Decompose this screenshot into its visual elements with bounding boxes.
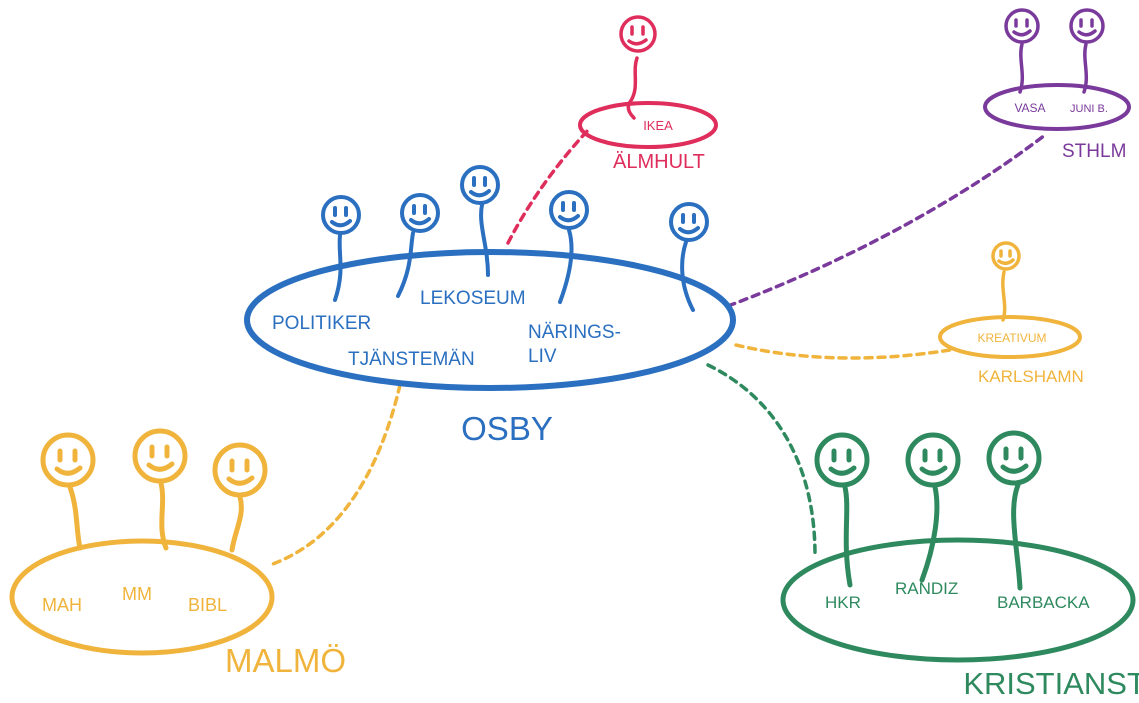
group-name-almhult: ÄLMHULT — [613, 151, 705, 173]
group-karlshamn: KREATIVUM KARLSHAMN — [938, 241, 1084, 386]
group-name-karlshamn: KARLSHAMN — [978, 367, 1084, 386]
group-ellipse-sthlm — [983, 83, 1131, 131]
member-label-ikea: IKEA — [643, 118, 673, 133]
group-osby: POLITIKER TJÄNSTEMÄN LEKOSEUM NÄRINGS- L… — [244, 165, 736, 447]
group-ellipse-kristianstad — [780, 537, 1136, 663]
group-name-kristianstad: KRISTIANSTAD — [963, 666, 1139, 701]
connector-osby-almhult — [506, 126, 592, 245]
smiley-face-icon — [991, 241, 1021, 322]
member-label-barbacka: BARBACKA — [997, 593, 1090, 612]
connector-osby-sthlm — [726, 133, 1047, 308]
member-label-lekoseum: LEKOSEUM — [420, 288, 526, 309]
member-label-vasa: VASA — [1014, 101, 1045, 115]
connector-osby-kristianstad — [706, 363, 817, 557]
member-label-naringsliv-line2: LIV — [528, 346, 557, 367]
smiley-face-icon — [669, 202, 709, 312]
smiley-face-icon — [321, 195, 361, 302]
smiley-face-icon — [132, 428, 188, 551]
smiley-face-icon — [396, 193, 440, 298]
smiley-face-icon — [905, 432, 961, 583]
member-label-tjanstemann: TJÄNSTEMÄN — [348, 349, 475, 370]
member-label-mm: MM — [122, 584, 152, 604]
member-label-bibl: BIBL — [188, 595, 227, 615]
group-ellipse-malmo — [9, 538, 275, 656]
smiley-face-icon — [1069, 8, 1105, 94]
group-almhult: IKEA ÄLMHULT — [578, 15, 718, 173]
group-name-sthlm: STHLM — [1062, 141, 1126, 162]
member-label-mah: MAH — [42, 595, 82, 615]
smiley-face-icon — [814, 432, 870, 588]
smiley-face-icon — [212, 442, 268, 553]
group-kristianstad: HKR RANDIZ BARBACKA KRISTIANSTAD — [780, 430, 1139, 701]
group-name-malmo: MALMÖ — [225, 642, 346, 679]
member-label-politiker: POLITIKER — [272, 313, 371, 334]
connector-osby-malmo — [268, 383, 402, 567]
smiley-face-icon — [460, 165, 500, 277]
group-ellipse-osby — [244, 249, 736, 391]
smiley-face-icon — [986, 430, 1042, 591]
smiley-face-icon — [40, 432, 96, 551]
group-name-osby: OSBY — [461, 410, 553, 447]
group-sthlm: VASA JUNI B. STHLM — [983, 8, 1131, 162]
connector-osby-karlshamn — [734, 343, 952, 360]
member-label-naringsliv-line1: NÄRINGS- — [528, 322, 621, 343]
member-label-kreativum: KREATIVUM — [977, 331, 1046, 345]
member-label-hkr: HKR — [825, 593, 861, 612]
member-label-randiz: RANDIZ — [895, 579, 958, 598]
member-label-junib: JUNI B. — [1070, 103, 1108, 115]
group-ellipse-almhult — [578, 101, 718, 149]
smiley-face-icon — [1004, 8, 1040, 94]
smiley-face-icon — [549, 190, 589, 304]
group-ellipse-karlshamn — [938, 315, 1082, 359]
group-malmo: MAH MM BIBL MALMÖ — [9, 428, 346, 679]
